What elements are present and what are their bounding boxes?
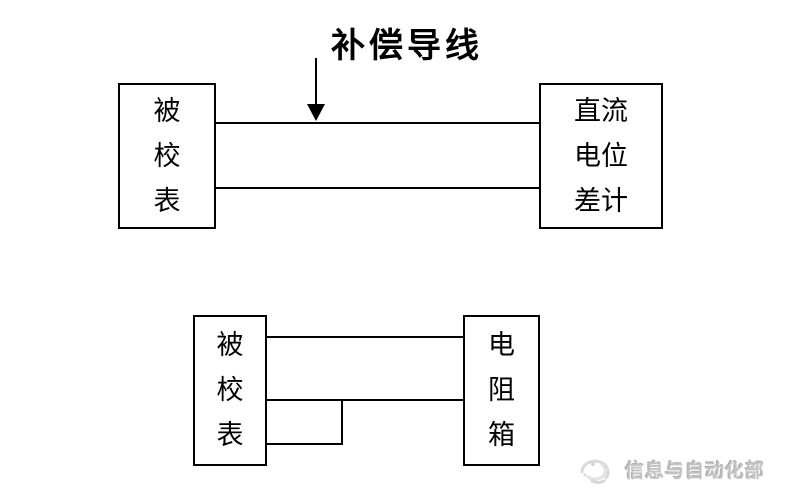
box-label-line: 差计 [574,185,628,216]
box-label-char: 阻 [488,375,515,405]
box-label-char: 表 [153,185,181,216]
down-arrow-head-icon [307,104,325,121]
box-label-char: 被 [153,95,181,126]
box-label-char: 校 [153,140,181,171]
meter-under-test-box-bottom: 被 校 表 [193,315,267,466]
wire-bottom-upper [267,336,463,338]
wire-top-upper [216,122,539,124]
box-label-char: 被 [216,330,244,360]
compensation-wire-label: 补偿导线 [331,27,483,65]
swirl-logo-icon [580,459,610,484]
wire-top-lower [216,187,539,189]
wire-bottom-lower-stub [267,443,343,445]
box-label-line: 直流 [574,95,628,126]
wire-bottom-vertical-joint [341,399,343,445]
box-label-char: 校 [216,375,244,405]
box-label-char: 箱 [488,420,515,450]
dc-potentiometer-box: 直流 电位 差计 [539,83,663,229]
resistance-box: 电 阻 箱 [463,315,540,466]
box-label-char: 电 [488,330,515,360]
box-label-char: 表 [216,420,244,450]
meter-under-test-box-top: 被 校 表 [118,83,216,229]
wire-bottom-middle [267,399,463,401]
box-label-line: 电位 [574,140,628,171]
down-arrow-icon [315,58,317,108]
watermark: 信息与自动化部 [574,450,765,488]
watermark-text: 信息与自动化部 [625,460,766,482]
